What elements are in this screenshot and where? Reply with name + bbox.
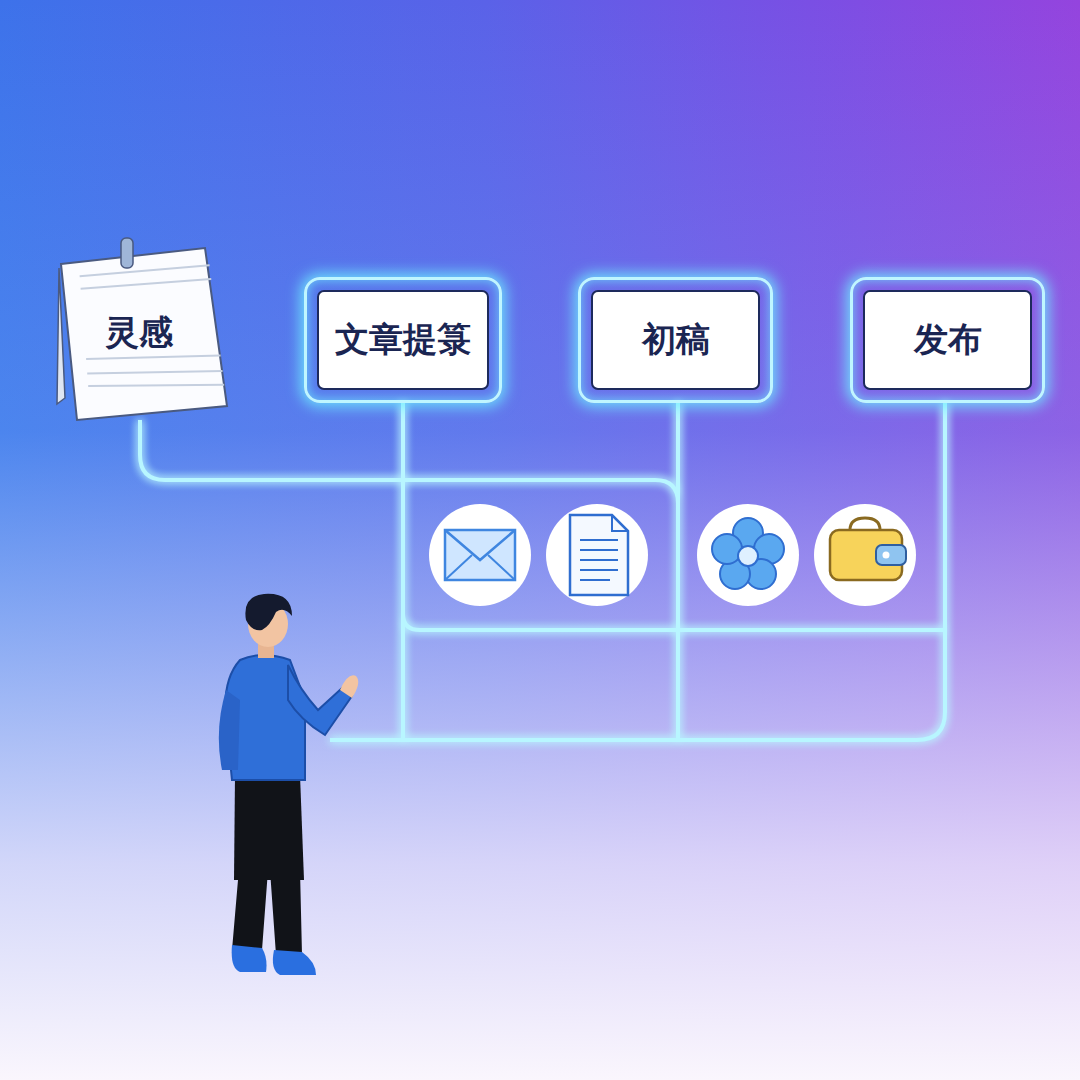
- wire: [401, 403, 405, 740]
- box-face: 初稿: [591, 290, 760, 390]
- flow-arrow: [506, 338, 577, 342]
- wire: [330, 403, 945, 740]
- process-box: 文章提箓: [304, 277, 502, 403]
- process-box: 初稿: [578, 277, 773, 403]
- node-label: 文章提箓: [335, 321, 471, 358]
- wire: [676, 403, 680, 740]
- icon-document: [546, 504, 648, 606]
- flow-arrow: [220, 338, 301, 342]
- node-label: 初稿: [642, 321, 710, 358]
- person-figure: [219, 594, 358, 975]
- wire: [403, 614, 945, 630]
- icon-flower: [697, 504, 799, 606]
- box-face: 发布: [863, 290, 1032, 390]
- box-face: 文章提箓: [317, 290, 489, 390]
- node-label: 发布: [914, 321, 982, 358]
- note-card: 灵感: [55, 238, 235, 426]
- flow-arrow: [777, 338, 848, 342]
- node-label: 灵感: [105, 314, 173, 351]
- icon-wallet: [814, 504, 916, 606]
- process-box: 发布: [850, 277, 1045, 403]
- icon-mail: [429, 504, 531, 606]
- wire: [140, 420, 678, 503]
